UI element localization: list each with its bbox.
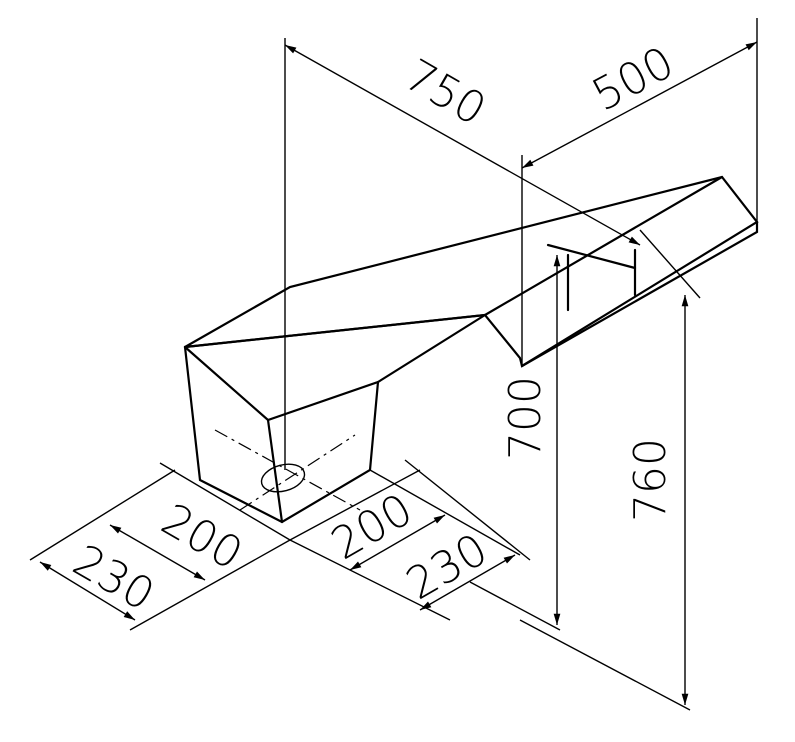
hole-icon bbox=[260, 463, 306, 493]
dim-750: 750 bbox=[396, 50, 494, 136]
dim-230-left: 230 bbox=[64, 535, 162, 621]
part-outline bbox=[183, 175, 759, 524]
dim-760: 760 bbox=[625, 438, 676, 522]
center-lines bbox=[214, 429, 361, 511]
dimension-lines bbox=[39, 41, 758, 705]
dim-200-left: 200 bbox=[153, 494, 251, 580]
dim-230-right: 230 bbox=[398, 524, 496, 610]
dim-700: 700 bbox=[500, 376, 551, 460]
